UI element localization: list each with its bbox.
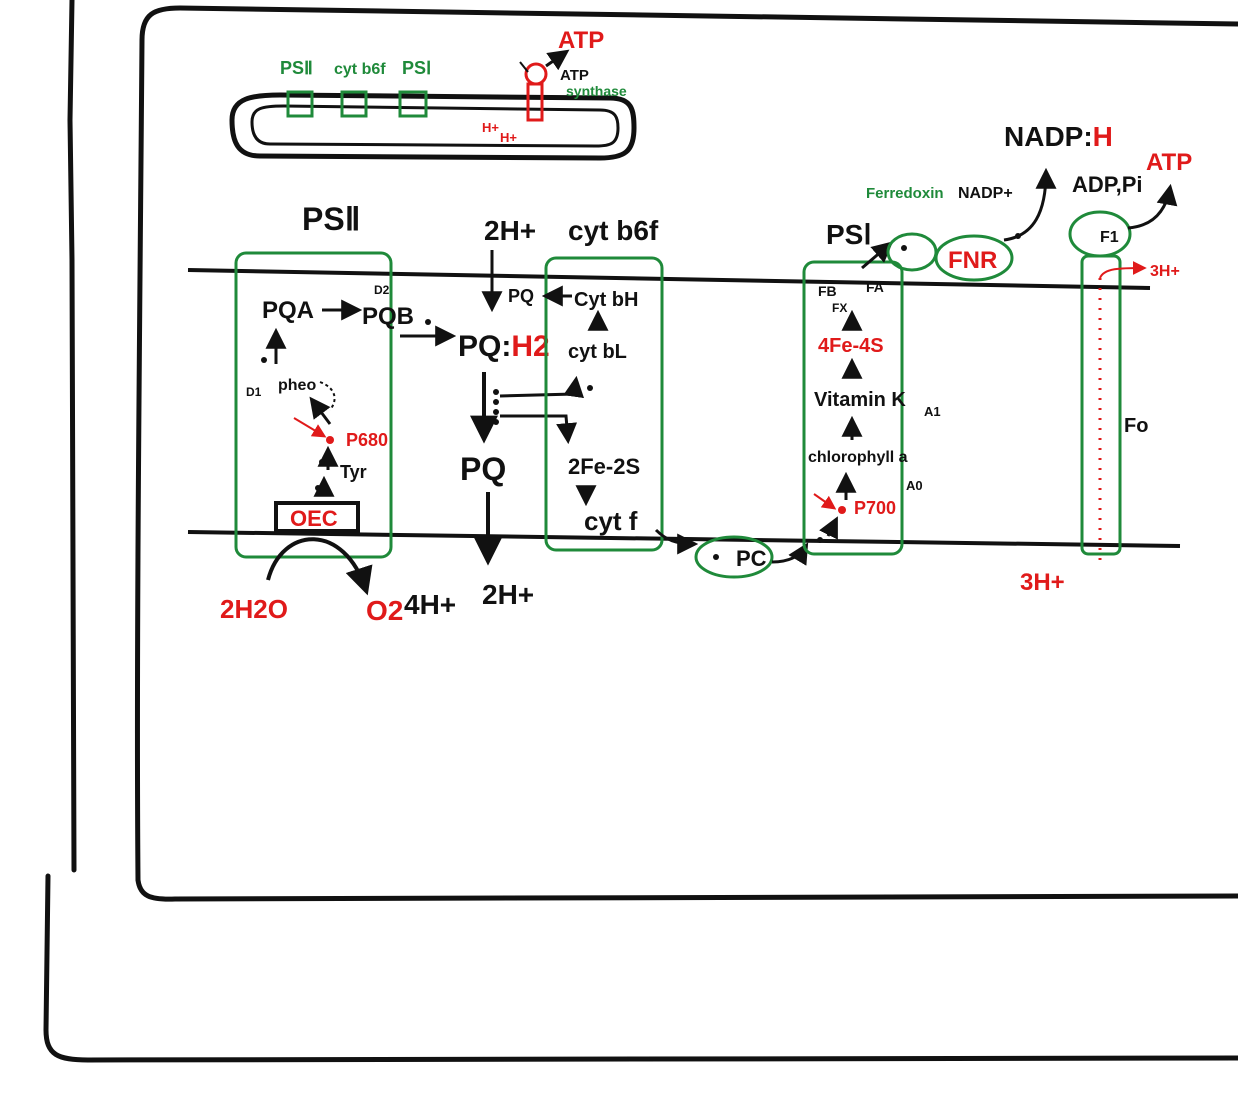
psi-a0: A0	[906, 478, 923, 493]
fo-label: Fo	[1124, 415, 1148, 437]
cyt-box	[544, 256, 664, 552]
board-frame	[43, 0, 1238, 1063]
psi-fe4s: 4Fe-4S	[818, 335, 884, 357]
photosystem-ii: PSⅡ PQA PQB D2 D1 pheo P680 Tyr OEC 2H2O…	[220, 201, 457, 626]
inset-psi-box	[398, 90, 428, 118]
fnr-shape	[934, 234, 1014, 282]
inset-atp-synthase-label-1: ATP	[560, 67, 589, 84]
water: 2H2O	[220, 594, 288, 624]
atp-product: ATP	[1146, 149, 1192, 176]
psi-a1: A1	[924, 404, 941, 419]
cyt-f: cyt f	[584, 506, 638, 536]
psii-pheo: pheo	[278, 377, 316, 394]
ferredoxin-shape	[886, 232, 938, 272]
pqh2-label: PQ:H2	[458, 330, 550, 363]
psii-d2: D2	[374, 283, 390, 297]
cyt-bl: cyt bL	[568, 341, 627, 363]
atp-synthase: F1 Fo 3H+ 3H+ ADP,Pi ATP	[1020, 149, 1192, 596]
ferredoxin-fnr: Ferredoxin FNR NADP+ NADP:H	[866, 121, 1113, 282]
psi-vitk: Vitamin K	[814, 389, 906, 411]
psii-d1: D1	[246, 385, 262, 399]
inset-atp-label: ATP	[558, 27, 604, 54]
psii-tyr: Tyr	[340, 462, 367, 482]
inset-proton-2: H+	[500, 130, 517, 145]
psi-fx: FX	[832, 301, 847, 315]
psii-pqa: PQA	[262, 297, 314, 324]
psi-title: PSⅠ	[826, 219, 872, 250]
plastocyanin: PC	[694, 535, 809, 579]
pc-label: PC	[736, 546, 767, 571]
ferredoxin-label: Ferredoxin	[866, 185, 944, 202]
protons-in: 3H+	[1020, 569, 1065, 596]
cyt-pq-small: PQ	[508, 286, 534, 306]
inset-atp-synthase	[526, 82, 544, 122]
cyt-title: cyt b6f	[568, 215, 659, 246]
psi-p700: P700	[854, 498, 896, 518]
psii-p680: P680	[346, 430, 388, 450]
psi-box	[802, 260, 904, 556]
adp-pi: ADP,Pi	[1072, 172, 1143, 197]
fnr-label: FNR	[948, 247, 997, 274]
inset-psi-label: PSⅠ	[402, 58, 431, 78]
inset-proton-1: H+	[482, 120, 499, 135]
inset-cyt-box	[340, 90, 368, 118]
nadph-label: NADP:H	[1004, 121, 1113, 152]
oxygen: O2	[366, 595, 403, 626]
plastoquinone-pool: 2H+ PQ:H2 PQ 2H+	[458, 215, 585, 610]
oec-box	[274, 501, 360, 533]
pq-bottom-protons: 2H+	[482, 579, 534, 610]
cyt-fes: 2Fe-2S	[568, 454, 640, 479]
f1-label: F1	[1100, 229, 1119, 246]
inset-psii-box	[286, 90, 314, 118]
photosystem-i: PSⅠ FB FA FX 4Fe-4S Vitamin K A1 chlorop…	[802, 219, 941, 556]
inset-psii-label: PSⅡ	[280, 58, 313, 78]
fo-stalk	[1080, 254, 1122, 556]
inset-thylakoid: PSⅡ cyt b6f PSⅠ ATP ATP synthase H+ H+	[229, 27, 637, 161]
protons-out: 3H+	[1150, 263, 1180, 280]
cyt-bh: Cyt bH	[574, 289, 638, 311]
psi-chl: chlorophyll a	[808, 449, 908, 466]
psi-fa: FA	[866, 279, 884, 295]
pq-label: PQ	[460, 451, 506, 487]
cytochrome-b6f: cyt b6f PQ Cyt bH cyt bL 2Fe-2S cyt f	[508, 215, 699, 555]
pq-top-protons: 2H+	[484, 215, 536, 246]
psi-fb: FB	[818, 283, 837, 299]
psii-title: PSⅡ	[302, 201, 360, 237]
psii-pqb: PQB	[362, 303, 414, 330]
psii-oec: OEC	[290, 506, 338, 531]
inset-atp-synthase-label-2: synthase	[566, 83, 627, 99]
psii-box	[234, 251, 393, 559]
inset-cyt-label: cyt b6f	[334, 61, 386, 78]
psii-protons: 4H+	[404, 589, 456, 620]
nadp-plus: NADP+	[958, 185, 1013, 202]
